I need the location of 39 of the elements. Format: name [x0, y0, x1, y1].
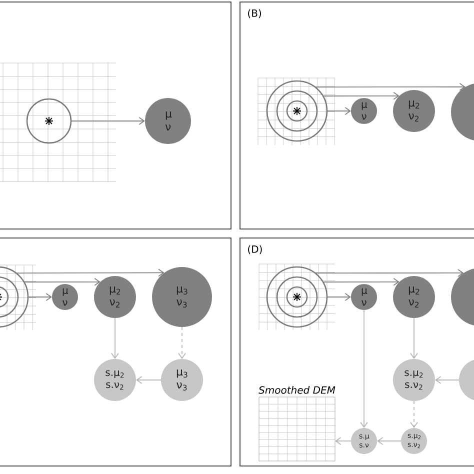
circle-node: μ$_{3}$ ν$_{3}$	[152, 267, 212, 327]
arrow	[70, 117, 145, 125]
arrow	[410, 400, 418, 428]
arrow	[24, 278, 100, 286]
arrow	[322, 92, 400, 100]
arrow	[360, 310, 368, 428]
circle-node: μ$_{2}$ ν$_{2}$	[393, 276, 435, 318]
panel-label: (B)	[248, 9, 261, 18]
target-rings	[0, 266, 29, 328]
arrow	[326, 107, 351, 115]
arrow	[435, 376, 460, 384]
arrow	[314, 269, 464, 277]
grid-label: Smoothed DEM	[258, 386, 336, 394]
circle-node: μ$_{3}$ ν$_{3}$	[161, 359, 203, 401]
circle-node: s.μ$_{2}$ s.ν$_{2}$	[393, 359, 435, 401]
circle-node: μ ν	[145, 98, 191, 144]
arrow	[326, 293, 351, 301]
arrow	[322, 278, 400, 286]
target-rings	[26, 98, 72, 144]
arrow	[111, 318, 119, 359]
arrow	[335, 437, 352, 445]
arrow	[28, 293, 52, 301]
circle-node: μ ν	[351, 98, 377, 124]
panel-label: (D)	[248, 245, 262, 254]
circle-node: μ ν	[351, 284, 377, 310]
arrow	[410, 318, 418, 359]
circle-node: μ$_{2}$ ν$_{2}$	[393, 90, 435, 132]
arrow	[178, 326, 186, 359]
target-rings	[266, 266, 328, 328]
circle-node: μ ν	[52, 284, 78, 310]
arrow	[16, 268, 164, 277]
circle-node: μ$_{2}$ ν$_{2}$	[94, 276, 136, 318]
arrow	[314, 82, 466, 91]
target-rings	[266, 80, 328, 142]
arrow	[377, 437, 402, 445]
panel-frame	[0, 238, 232, 466]
circle-node: s.μ$_{2}$ s.ν$_{2}$	[94, 359, 136, 401]
arrow	[136, 376, 162, 384]
panel-frame	[0, 2, 232, 230]
